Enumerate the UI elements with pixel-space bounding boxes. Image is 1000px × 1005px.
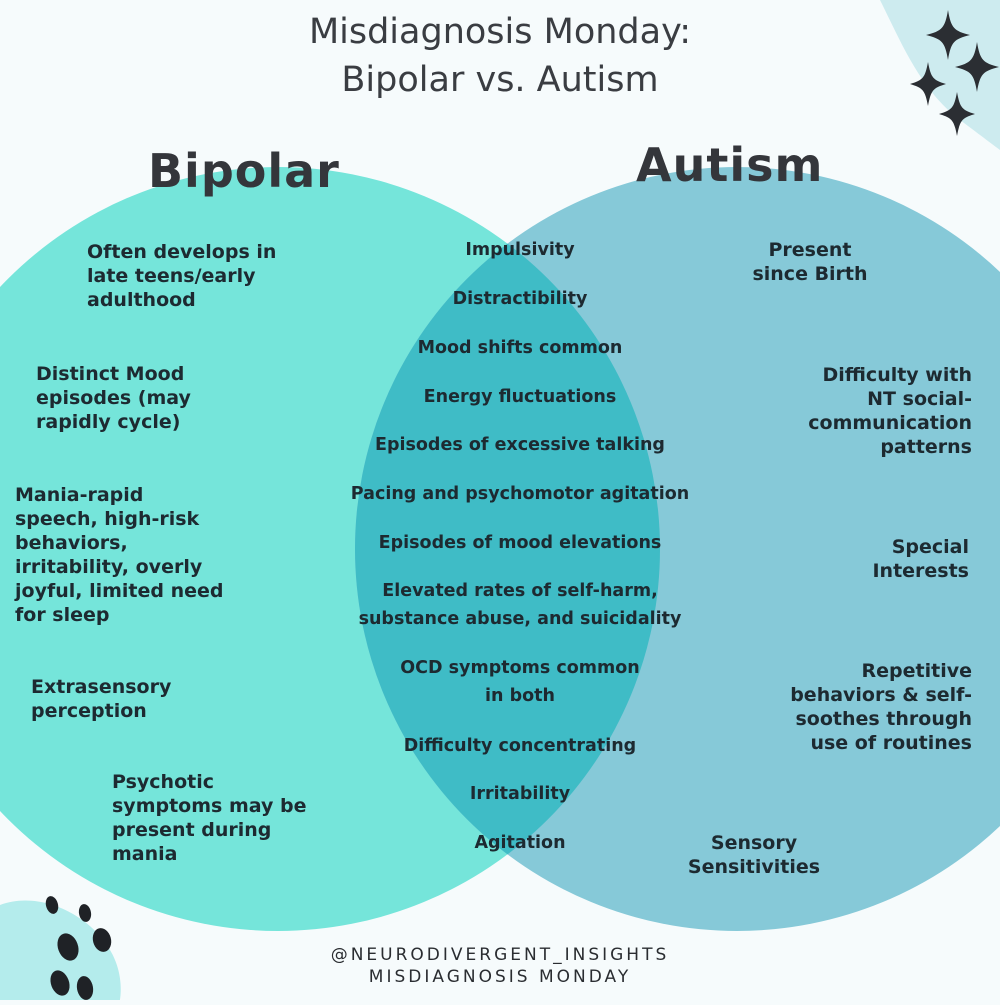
text-line: use of routines (810, 732, 972, 754)
shared-item-ocd: OCD symptoms common in both (290, 654, 750, 710)
text-line: NT social- (867, 388, 972, 410)
text-line: communication (808, 412, 972, 434)
text-line: irritability, overly (15, 556, 203, 578)
shared-item-mood-shifts: Mood shifts common (417, 338, 623, 358)
shared-item-energy: Energy fluctuations (423, 387, 617, 407)
bipolar-item-mood-episodes: Distinct Mood episodes (may rapidly cycl… (36, 362, 191, 434)
text-line: joyful, limited need (15, 580, 224, 602)
footer-series: MISDIAGNOSIS MONDAY (368, 967, 632, 987)
text-line: in both (485, 686, 555, 706)
shared-item-concentrating: Difficulty concentrating (403, 736, 637, 756)
text-line: Sensitivities (687, 856, 821, 878)
text-line: episodes (may (36, 387, 191, 409)
text-line: behaviors, (15, 532, 128, 554)
text-line: Difficulty with (822, 364, 972, 386)
footprints-icon (45, 896, 112, 1000)
text-line: since Birth (752, 263, 868, 285)
page-title: Misdiagnosis Monday: Bipolar vs. Autism (0, 8, 1000, 104)
autism-item-sensory: Sensory Sensitivities (654, 831, 854, 879)
shared-item-agitation: Agitation (474, 833, 566, 853)
bipolar-item-psychotic: Psychotic symptoms may be present during… (112, 770, 306, 866)
text-line: Present (768, 239, 852, 261)
autism-item-present-since-birth: Present since Birth (712, 238, 908, 286)
shared-item-impulsivity: Impulsivity (465, 240, 575, 260)
text-line: patterns (880, 436, 972, 458)
title-line-1: Misdiagnosis Monday: (308, 12, 692, 52)
text-line: for sleep (15, 604, 110, 626)
sparkle-stars-icon (910, 10, 999, 136)
text-line: Special (891, 536, 969, 558)
autism-item-special-interests: Special Interests (872, 535, 969, 583)
text-line: Mania-rapid (15, 484, 144, 506)
text-line: OCD symptoms common (400, 658, 640, 678)
text-line: Interests (872, 560, 969, 582)
text-line: late teens/early (87, 265, 256, 287)
shared-item-distractibility: Distractibility (452, 289, 588, 309)
shared-item-excessive-talking: Episodes of excessive talking (375, 435, 665, 455)
bipolar-item-extrasensory: Extrasensory perception (31, 675, 171, 723)
text-line: soothes through (795, 708, 972, 730)
bipolar-item-onset: Often develops in late teens/early adult… (87, 240, 276, 312)
text-line: Distinct Mood (36, 363, 185, 385)
bipolar-label: Bipolar (148, 144, 340, 198)
title-line-2: Bipolar vs. Autism (341, 60, 659, 100)
bipolar-item-mania: Mania-rapid speech, high-risk behaviors,… (15, 483, 224, 627)
autism-label: Autism (636, 138, 824, 192)
text-line: speech, high-risk (15, 508, 200, 530)
text-line: present during (112, 819, 272, 841)
text-line: rapidly cycle) (36, 411, 181, 433)
text-line: behaviors & self- (790, 684, 972, 706)
overlap-region (355, 167, 660, 931)
text-line: perception (31, 700, 147, 722)
shared-item-irritability: Irritability (469, 784, 571, 804)
text-line: substance abuse, and suicidality (358, 609, 682, 629)
autism-item-social-communication: Difficulty with NT social- communication… (808, 363, 972, 459)
text-line: mania (112, 843, 178, 865)
text-line: Often develops in (87, 241, 277, 263)
footer-handle: @NEURODIVERGENT_INSIGHTS (330, 945, 670, 965)
text-line: Sensory (710, 832, 798, 854)
shared-item-self-harm: Elevated rates of self-harm, substance a… (290, 577, 750, 633)
shared-item-mood-elevations: Episodes of mood elevations (378, 533, 662, 553)
text-line: Psychotic (112, 771, 214, 793)
text-line: adulthood (87, 289, 196, 311)
shared-item-pacing: Pacing and psychomotor agitation (350, 484, 690, 504)
text-line: Extrasensory (31, 676, 172, 698)
text-line: symptoms may be (112, 795, 307, 817)
text-line: Repetitive (861, 660, 972, 682)
autism-item-repetitive-behaviors: Repetitive behaviors & self- soothes thr… (790, 659, 972, 755)
text-line: Elevated rates of self-harm, (382, 581, 658, 601)
